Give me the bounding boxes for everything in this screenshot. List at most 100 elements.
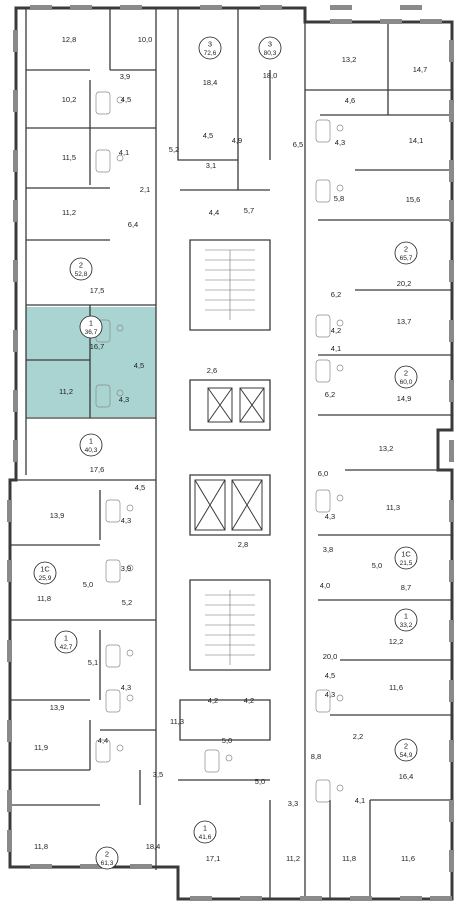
apartment-marker: 133,2 [394,608,418,632]
room-area-label: 4,5 [121,95,131,104]
apartment-marker-circle [193,820,217,844]
window-mark [449,380,454,402]
room-area-label: 11,2 [59,387,73,396]
windows [7,5,454,901]
window-mark [7,640,12,662]
room-area-label: 11,5 [62,153,76,162]
room-area-label: 4,3 [121,516,131,525]
room-area-label: 13,9 [50,511,65,520]
window-mark [400,896,422,901]
window-mark [449,440,454,462]
room-area-label: 15,6 [406,195,421,204]
room-area-label: 10,2 [62,95,77,104]
room-area-label: 4,5 [203,131,213,140]
room-area-label: 3,9 [120,72,130,81]
apartment-total-area: 40,3 [85,447,98,454]
sink-icon [336,319,344,327]
window-mark [200,5,222,10]
window-mark [13,440,18,462]
apartment-marker-circle [79,433,103,457]
room-area-label: 11,2 [286,854,300,863]
room-area-label: 4,0 [320,581,330,590]
apartment-total-area: 61,3 [101,860,114,867]
window-mark [30,5,52,10]
room-area-label: 11,6 [389,683,403,692]
sink-icon [336,494,344,502]
room-area-label: 5,0 [255,777,265,786]
room-area-label: 4,4 [98,736,108,745]
stairwells [205,249,255,665]
window-mark [13,30,18,52]
apartment-total-area: 41,6 [199,834,212,841]
window-mark [449,850,454,872]
bathtub-icon [95,91,111,115]
bathtub-icon [315,359,331,383]
window-mark [7,560,12,582]
room-area-label: 11,3 [386,503,400,512]
apartment-total-area: 65,7 [400,255,413,262]
window-mark [70,5,92,10]
room-area-label: 6,4 [128,220,138,229]
room-area-label: 11,9 [34,743,48,752]
apartment-room-count: 1 [64,634,68,643]
room-area-label: 5,0 [372,561,382,570]
apartment-marker-circle [95,846,119,870]
room-area-label: 17,6 [90,465,105,474]
bathtub-icon [105,559,121,583]
apartment-marker: 252,8 [69,257,93,281]
room-area-label: 13,2 [342,55,357,64]
room-area-label: 6,5 [293,140,303,149]
room-area-label: 4,1 [331,344,341,353]
room-area-label: 4,3 [325,690,335,699]
room-area-label: 8,8 [311,752,321,761]
window-mark [190,896,212,901]
apartment-room-count: 2 [79,261,83,270]
sink-icon [336,364,344,372]
window-mark [350,896,372,901]
apartment-marker: 372,6 [198,36,222,60]
apartment-marker-circle [394,365,418,389]
room-area-label: 2,1 [140,185,150,194]
window-mark [449,260,454,282]
room-area-label: 20,0 [323,652,338,661]
room-area-label: 13,7 [397,317,412,326]
window-mark [449,500,454,522]
window-mark [449,320,454,342]
window-mark [13,330,18,352]
apartment-marker-circle [394,608,418,632]
apartment-marker-circle [79,315,103,339]
room-area-label: 4,3 [335,138,345,147]
room-area-label: 18,0 [263,71,278,80]
window-mark [330,19,352,24]
window-mark [7,830,12,852]
room-area-label: 5,7 [244,206,254,215]
apartment-marker: 380,3 [258,36,282,60]
window-mark [13,150,18,172]
apartment-marker: 265,7 [394,241,418,265]
apartment-total-area: 42,7 [60,644,73,651]
window-mark [120,5,142,10]
room-area-label: 11,6 [401,854,415,863]
bathtub-icon [95,149,111,173]
bathtub-icon [315,689,331,713]
room-area-label: 8,7 [401,583,411,592]
window-mark [260,5,282,10]
window-mark [449,100,454,122]
room-area-label: 20,2 [397,279,412,288]
apartment-room-count: 1С [40,565,50,574]
room-area-label: 16,7 [90,342,105,351]
apartment-marker[interactable]: 136,7 [79,315,103,339]
apartment-total-area: 25,9 [39,575,52,582]
interior-walls [10,8,452,900]
sink-icon [126,649,134,657]
room-area-label: 6,2 [325,390,335,399]
sink-icon [116,324,124,332]
apartment-room-count: 1 [89,437,93,446]
room-area-label: 3,5 [153,770,163,779]
sink-icon [126,504,134,512]
window-mark [430,896,452,901]
room-area-label: 17,5 [90,286,105,295]
apartment-total-area: 72,6 [204,50,217,57]
